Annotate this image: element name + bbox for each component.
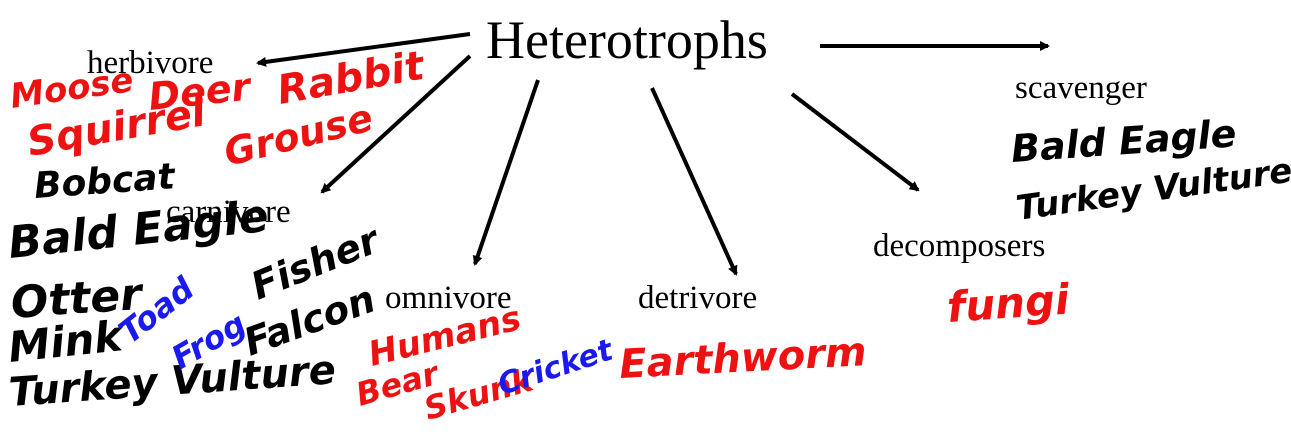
hand-deer: Deer [146,64,254,119]
arrow-to-omnivore [472,79,540,266]
root-label: Heterotrophs [486,10,768,70]
category-omnivore: omnivore [385,280,511,316]
arrow-to-decomposers [790,92,920,192]
arrow-to-herbivore [256,32,471,67]
hand-bobcat: Bobcat [33,156,178,207]
hand-cricket: Cricket [494,332,619,402]
scavenger-examples: Bald Eagle Turkey Vulture [1010,111,1291,229]
category-scavenger: scavenger [1015,70,1147,106]
detrivore-examples: Earthworm [618,329,868,388]
omnivore-examples-blue: Cricket [494,332,619,402]
category-detrivore: detrivore [638,280,757,316]
arrow-to-detrivore [650,87,738,276]
decomposers-examples: fungi [945,275,1071,332]
herbivore-examples: Moose Deer Rabbit Squirrel Grouse [8,43,430,175]
category-herbivore: herbivore [87,45,213,81]
category-decomposers: decomposers [873,228,1045,264]
arrows [256,32,1050,276]
hand-mink: Mink [6,311,128,372]
hand-earthworm: Earthworm [618,329,868,388]
hand-fungi: fungi [945,275,1071,332]
arrow-to-carnivore [320,54,472,194]
category-carnivore: carnivore [166,194,291,230]
hand-otter: Otter [9,269,146,329]
